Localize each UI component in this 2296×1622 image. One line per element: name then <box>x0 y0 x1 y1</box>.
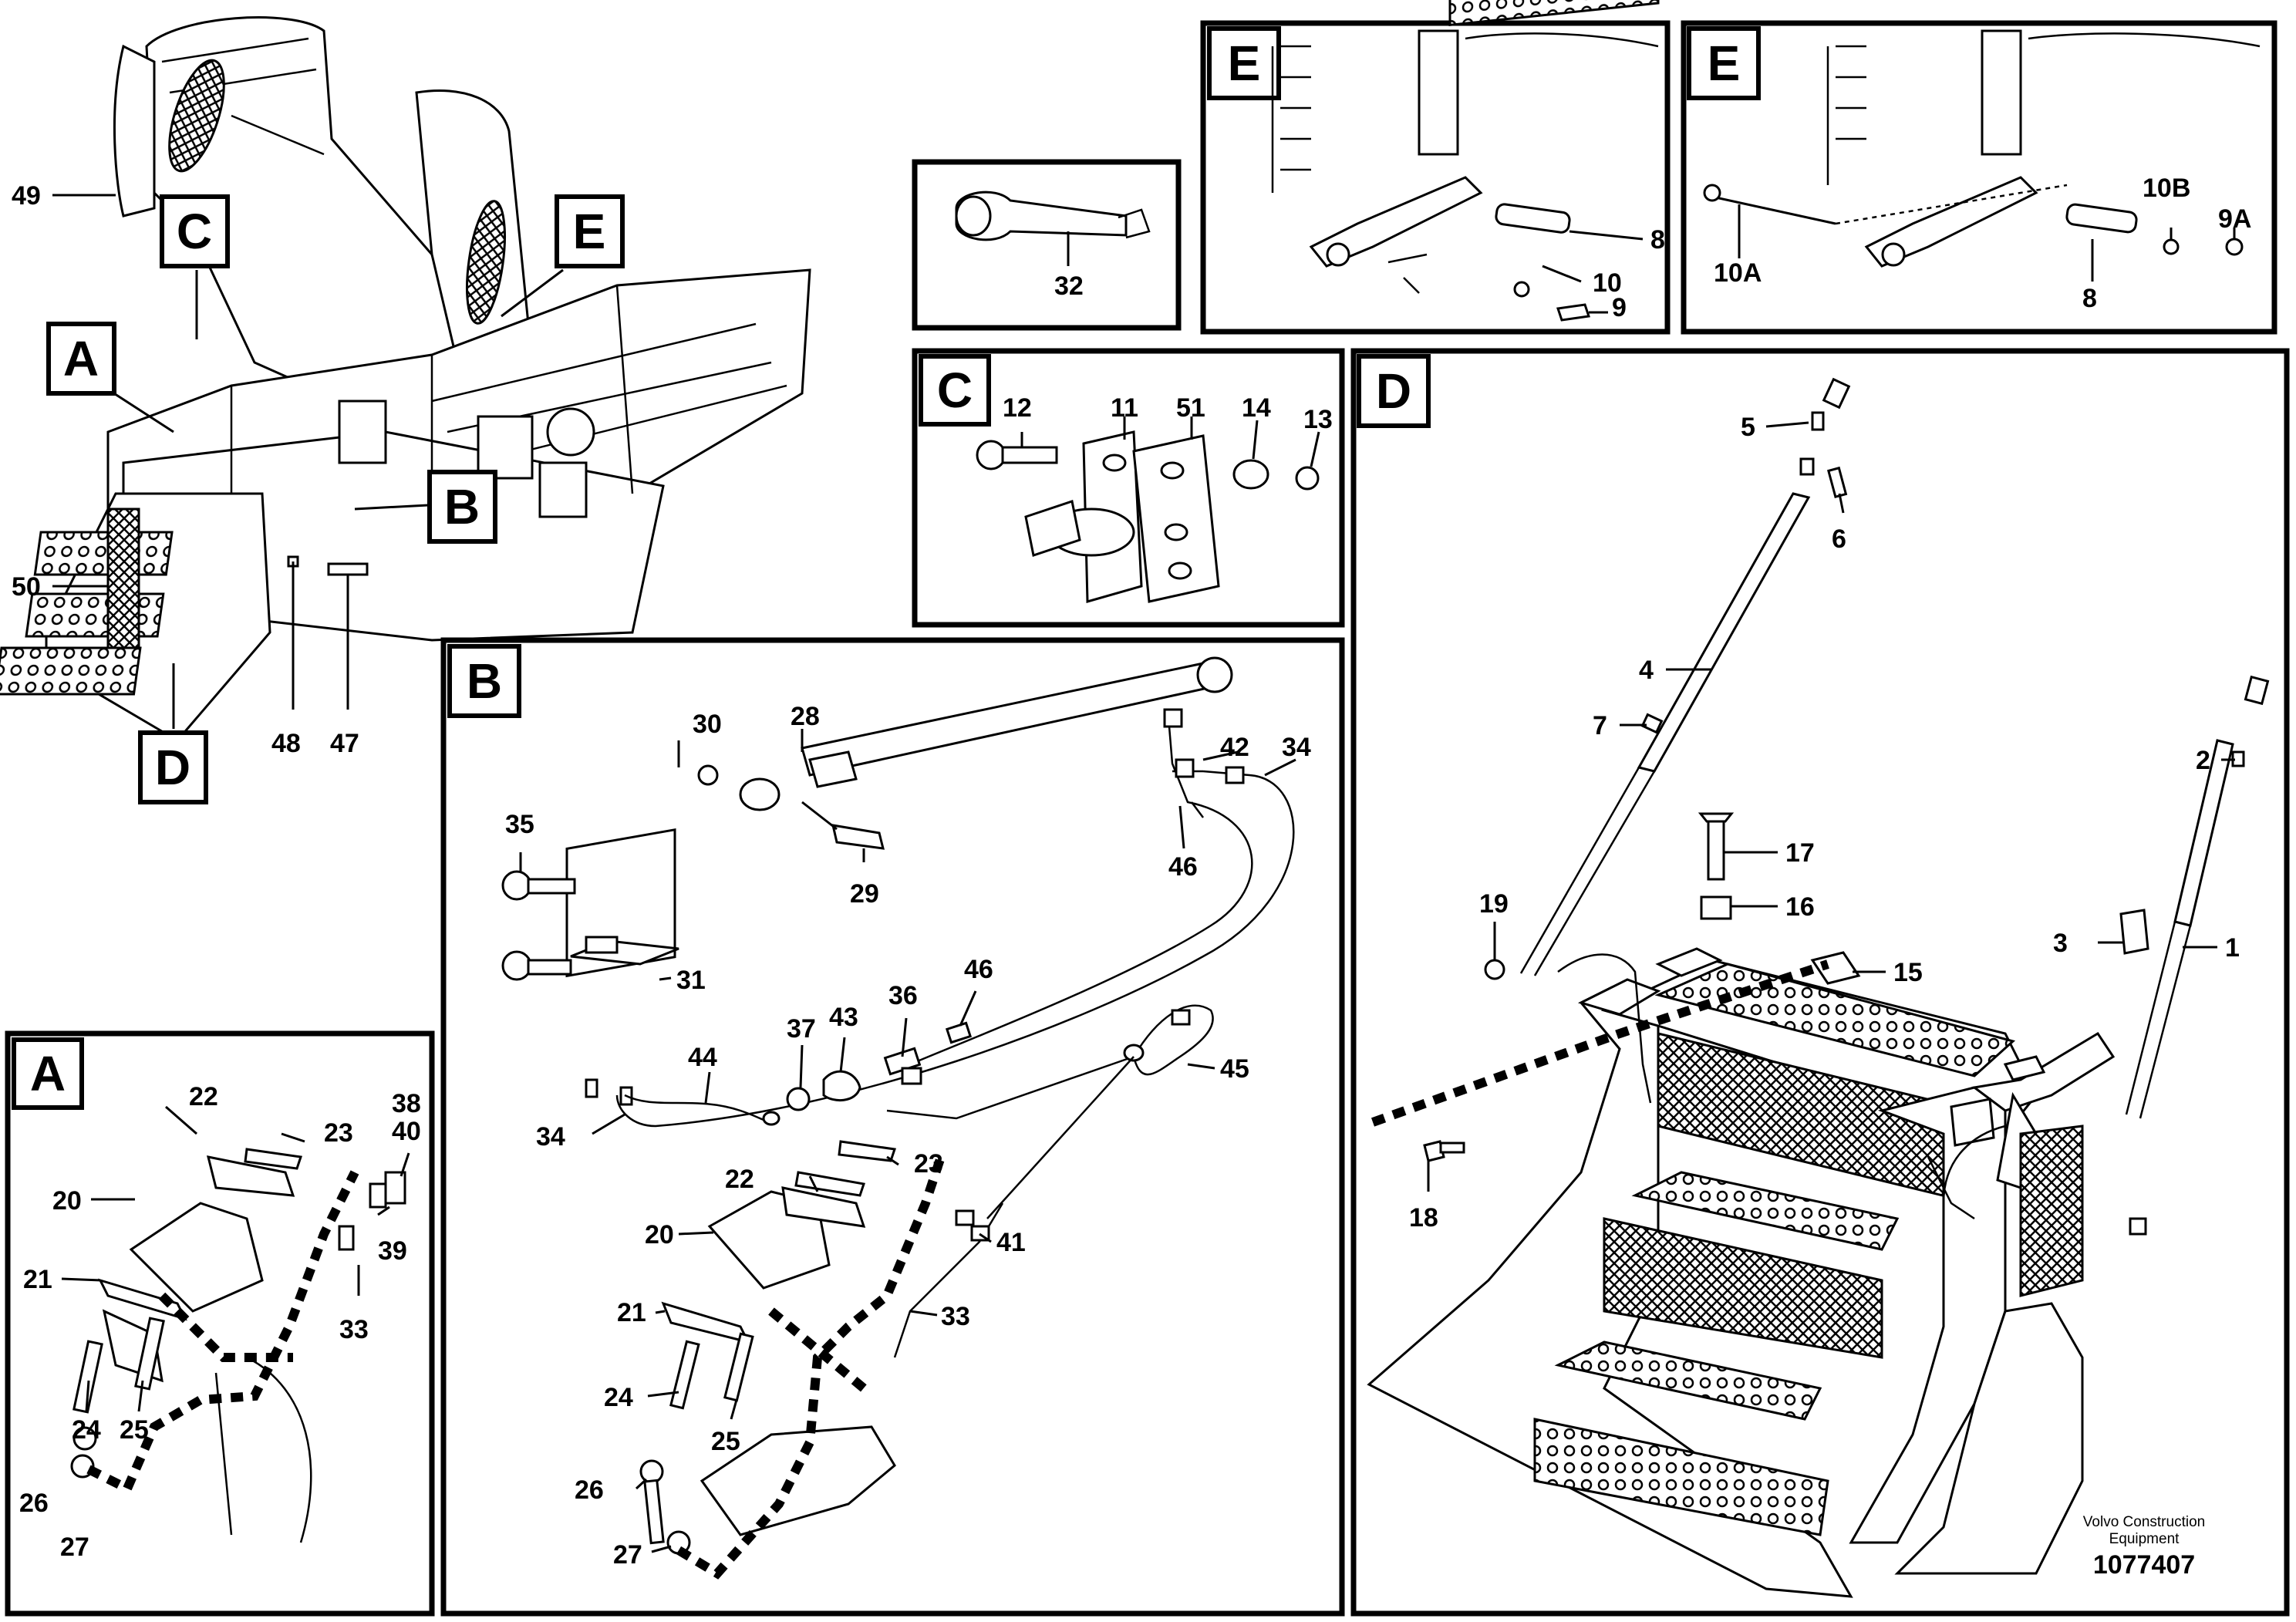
part-1: 1 <box>2225 933 2240 963</box>
section-tag-d: D <box>1376 363 1411 419</box>
footer-company-line1: Volvo Construction <box>2082 1514 2206 1530</box>
callout-a: A <box>46 322 116 396</box>
callout-d: D <box>138 730 208 804</box>
part-24-b: 24 <box>604 1383 633 1412</box>
part-7: 7 <box>1593 711 1607 740</box>
part-2: 2 <box>2196 746 2210 775</box>
part-22-a: 22 <box>189 1082 218 1111</box>
part-14: 14 <box>1242 393 1271 423</box>
part-26-a: 26 <box>19 1489 49 1518</box>
part-48: 48 <box>271 729 301 758</box>
part-8-e2: 8 <box>2082 284 2097 313</box>
part-44: 44 <box>688 1043 717 1072</box>
part-32: 32 <box>1054 271 1084 301</box>
part-24-a: 24 <box>72 1415 101 1445</box>
part-31: 31 <box>676 966 706 995</box>
part-30: 30 <box>693 710 722 739</box>
part-5: 5 <box>1741 413 1755 442</box>
part-28: 28 <box>791 702 820 731</box>
part-38-a: 38 <box>392 1089 421 1118</box>
part-35: 35 <box>505 810 534 839</box>
part-23-b: 23 <box>914 1149 943 1179</box>
part-12: 12 <box>1003 393 1032 423</box>
part-19: 19 <box>1479 889 1509 919</box>
part-22-b: 22 <box>725 1165 754 1194</box>
part-3: 3 <box>2053 929 2068 958</box>
part-46-b1: 46 <box>1168 852 1198 882</box>
part-37: 37 <box>787 1014 816 1044</box>
part-18: 18 <box>1409 1203 1438 1233</box>
part-20-b: 20 <box>645 1220 674 1249</box>
part-9: 9 <box>1612 293 1627 322</box>
part-42: 42 <box>1220 733 1249 762</box>
part-29: 29 <box>850 879 879 909</box>
svg-text:C: C <box>177 204 212 259</box>
part-9a: 9A <box>2218 204 2251 234</box>
svg-text:A: A <box>63 331 99 386</box>
part-10b: 10B <box>2143 174 2190 203</box>
box-a: A 22 23 38 40 20 39 21 33 24 25 26 <box>5 1030 435 1617</box>
part-10a: 10A <box>1714 258 1762 288</box>
footer-company-line2: Equipment <box>2109 1531 2180 1547</box>
box-d: D <box>1350 348 2290 1617</box>
part-27-a: 27 <box>60 1533 89 1562</box>
part-51: 51 <box>1176 393 1205 423</box>
box-32: 32 <box>912 159 1182 331</box>
part-25-a: 25 <box>120 1415 149 1445</box>
part-26-b: 26 <box>575 1475 604 1505</box>
part-46-b2: 46 <box>964 955 993 984</box>
part-8: 8 <box>1650 225 1665 255</box>
section-tag-b: B <box>467 653 502 709</box>
overview-callouts: C A E B D 49 50 48 47 <box>12 181 625 804</box>
section-tag-c: C <box>937 363 973 418</box>
part-21-b: 21 <box>617 1298 646 1327</box>
svg-text:B: B <box>444 479 480 534</box>
part-21-a: 21 <box>23 1265 52 1294</box>
callout-e: E <box>555 194 625 268</box>
part-10: 10 <box>1593 268 1622 298</box>
overview-machine <box>0 16 811 742</box>
part-11: 11 <box>1111 393 1138 423</box>
part-25-b: 25 <box>711 1427 740 1456</box>
part-16: 16 <box>1785 892 1815 922</box>
part-20-a: 20 <box>52 1186 82 1216</box>
callout-c: C <box>160 194 230 268</box>
part-39-a: 39 <box>378 1236 407 1266</box>
part-41: 41 <box>996 1228 1026 1257</box>
part-33-a: 33 <box>339 1315 369 1344</box>
part-33-b: 33 <box>941 1302 970 1331</box>
box-e2: E 10B 9A 10A 8 <box>1681 20 2277 335</box>
section-tag-a: A <box>30 1046 66 1101</box>
part-40-a: 40 <box>392 1117 421 1146</box>
part-50: 50 <box>12 572 41 602</box>
part-4: 4 <box>1639 656 1654 685</box>
part-6: 6 <box>1832 524 1846 554</box>
box-e1: E 8 10 9 <box>1200 0 1671 335</box>
section-tag-e2: E <box>1708 35 1741 91</box>
svg-text:E: E <box>573 204 606 259</box>
footer-company: Volvo Construction Equipment <box>2052 1514 2237 1548</box>
part-27-b: 27 <box>613 1540 642 1570</box>
overview-leaders <box>52 194 564 729</box>
drawing-id: 1077407 <box>2092 1550 2196 1580</box>
part-45: 45 <box>1220 1054 1249 1084</box>
part-34-b2: 34 <box>536 1122 565 1152</box>
section-tag-e1: E <box>1228 35 1261 91</box>
box-b: B <box>440 637 1345 1617</box>
part-34-b1: 34 <box>1282 733 1311 762</box>
part-17: 17 <box>1785 838 1815 868</box>
part-43: 43 <box>829 1003 858 1032</box>
part-13: 13 <box>1303 405 1333 434</box>
box-c: C 12 11 51 14 13 <box>912 348 1345 628</box>
svg-text:D: D <box>155 740 190 795</box>
part-47: 47 <box>330 729 359 758</box>
part-36: 36 <box>888 981 918 1010</box>
part-23-a: 23 <box>324 1118 353 1148</box>
part-49: 49 <box>12 181 41 211</box>
callout-b: B <box>427 470 497 544</box>
part-15: 15 <box>1893 958 1923 987</box>
